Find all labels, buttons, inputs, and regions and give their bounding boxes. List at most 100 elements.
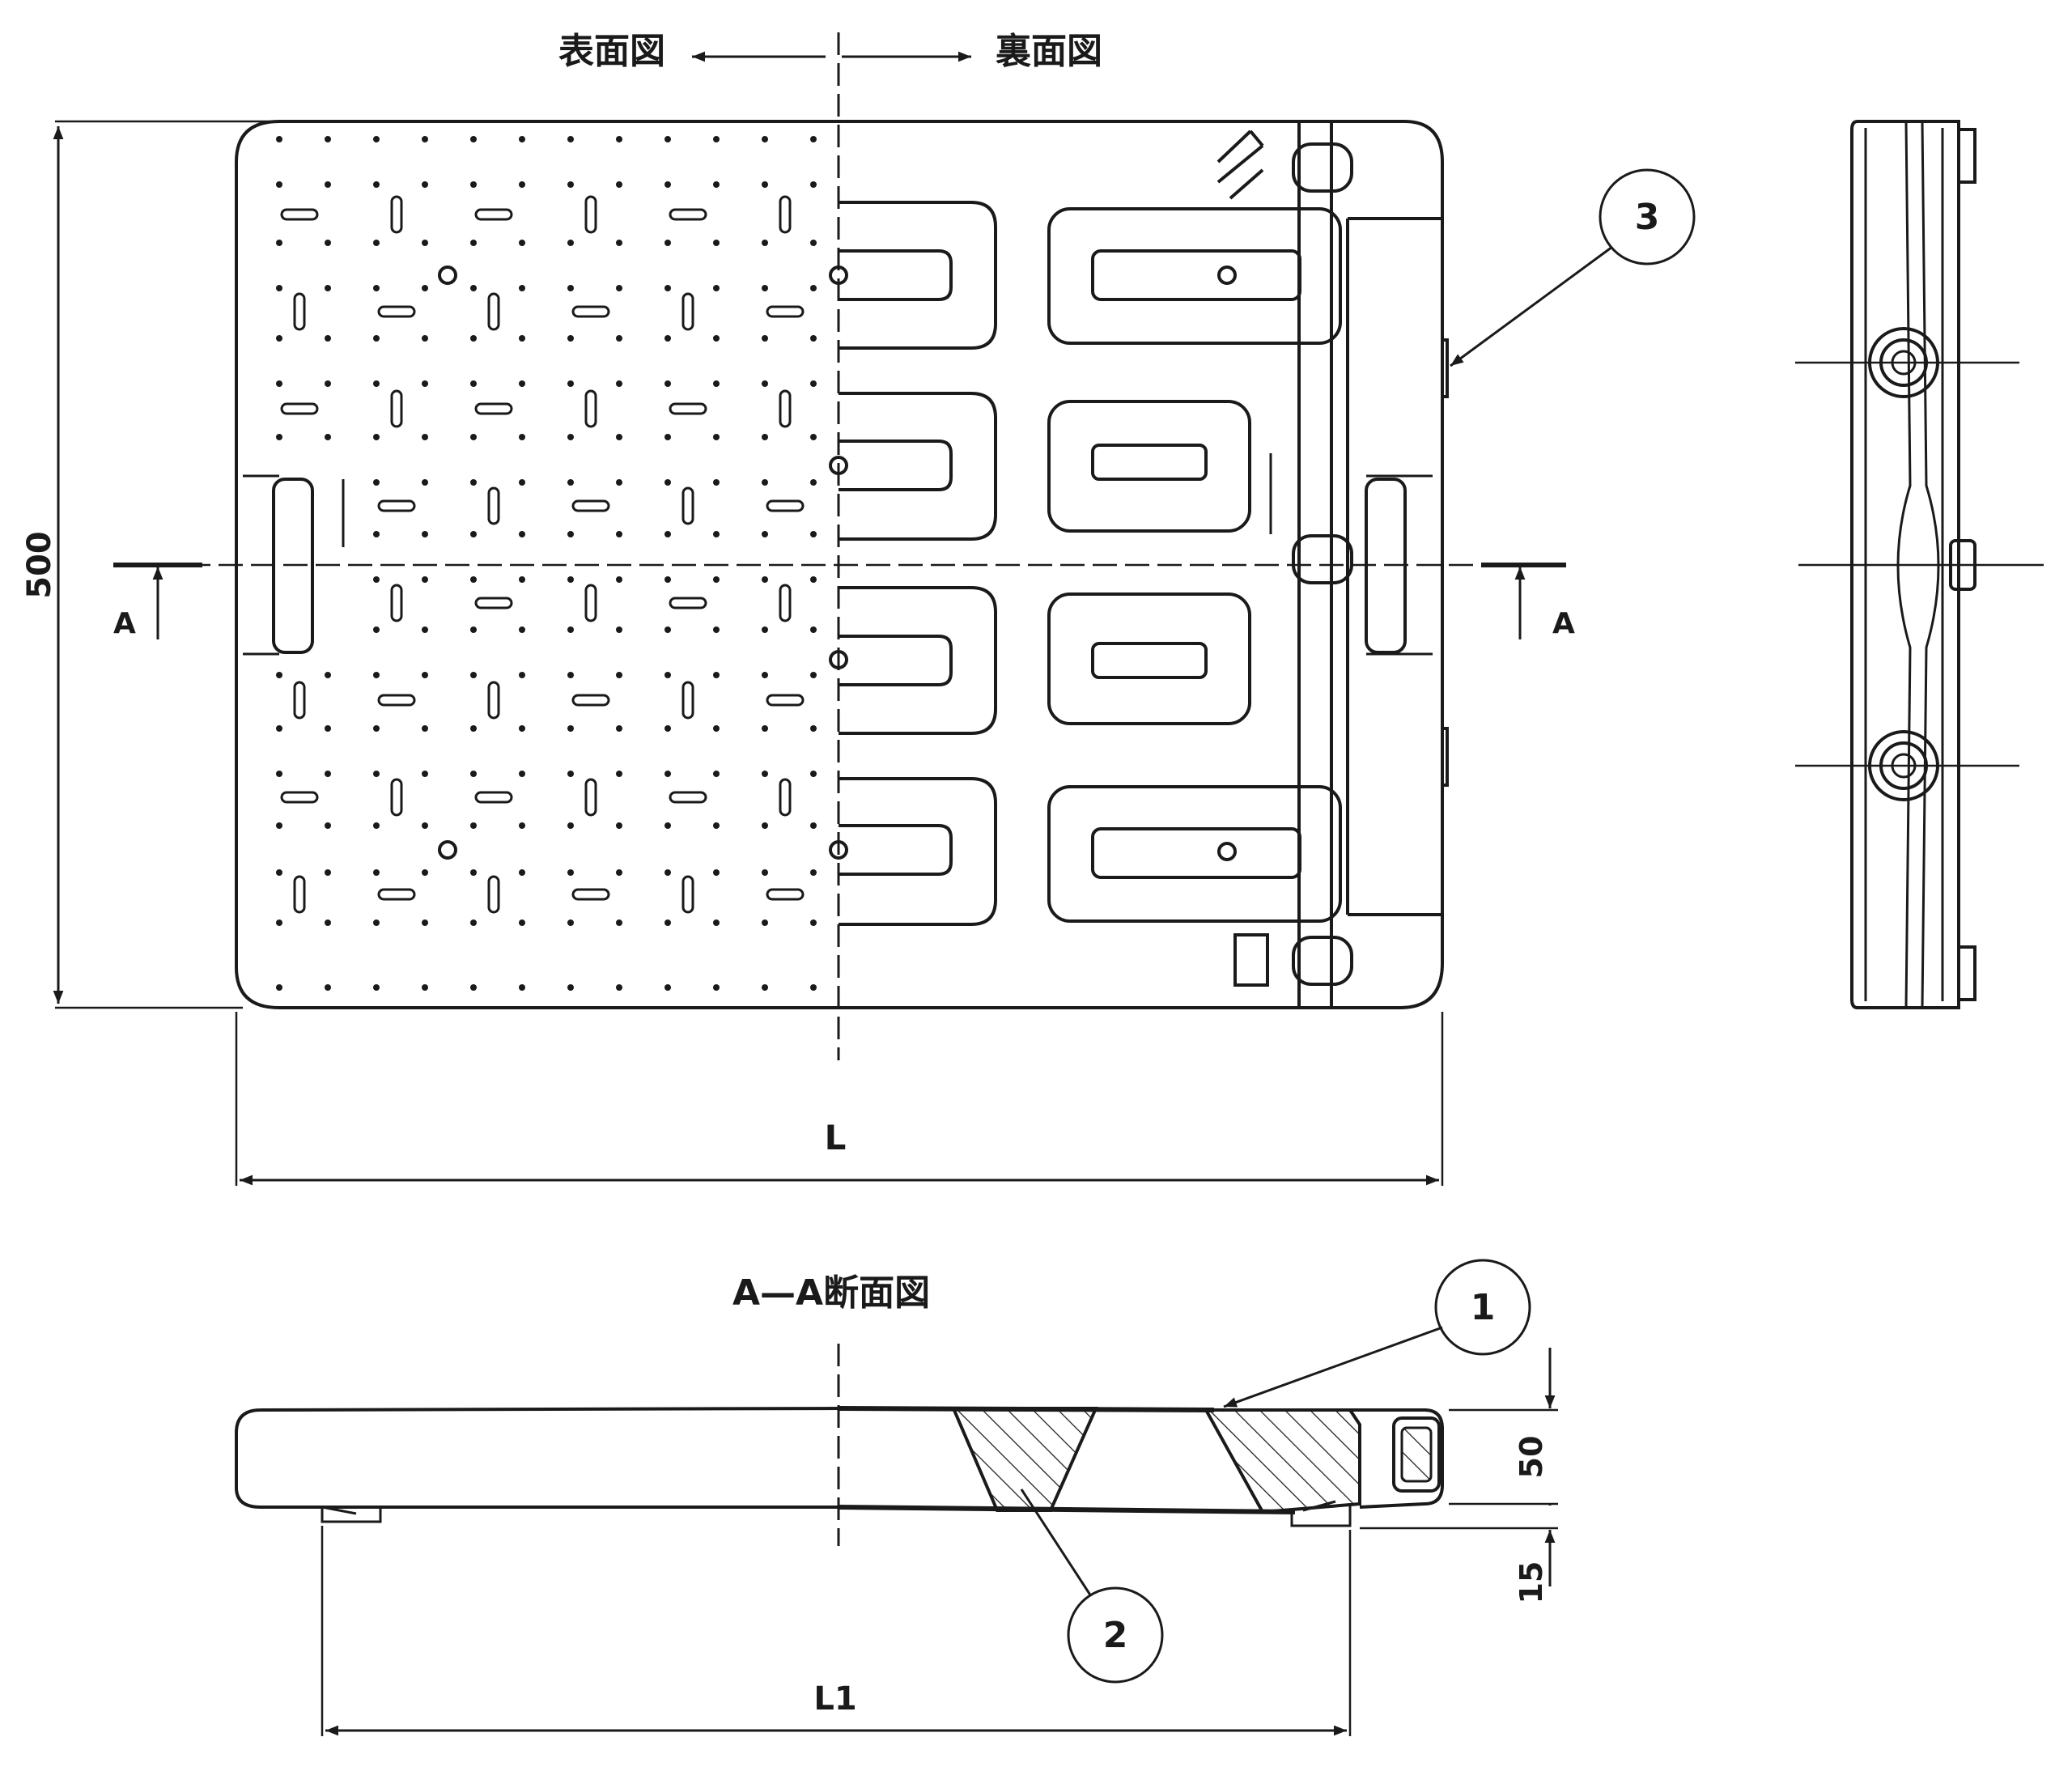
perforation-slot — [474, 402, 513, 415]
perforation-dot — [810, 822, 817, 829]
perforation-slot — [487, 681, 500, 720]
perforation-dot — [762, 479, 768, 486]
perforation-dot — [470, 181, 477, 188]
perforation-dot — [325, 285, 331, 291]
perforation-dot — [325, 822, 331, 829]
perforation-slot — [487, 292, 500, 331]
perforation-dot — [664, 919, 671, 926]
perforation-slot — [669, 791, 707, 804]
perforation-dot — [713, 479, 720, 486]
perforation-dot — [470, 771, 477, 777]
perforation-dot — [519, 479, 525, 486]
perforation-dot — [325, 136, 331, 142]
perforation-dot — [616, 919, 622, 926]
back-view-label: 裏面図 — [996, 31, 1102, 72]
perforation-dot — [762, 576, 768, 583]
perforation-dot — [276, 822, 282, 829]
perforation-dot — [810, 434, 817, 440]
perforation-dot — [567, 479, 574, 486]
perforation-dot — [567, 181, 574, 188]
perforation-dot — [373, 576, 380, 583]
perforation-slot — [584, 195, 597, 234]
perforation-dot — [519, 531, 525, 537]
perforation-dot — [664, 626, 671, 633]
perforation-dot — [664, 335, 671, 342]
core-insert-1 — [950, 1407, 1099, 1512]
perforation-dot — [810, 335, 817, 342]
perforation-slot — [571, 499, 610, 512]
perforation-dot — [325, 181, 331, 188]
callout-3-circle — [1599, 168, 1696, 265]
perforation-dot — [325, 869, 331, 876]
perforation-dot — [373, 380, 380, 387]
perforation-dot — [616, 531, 622, 537]
locating-hole — [438, 840, 457, 860]
perforation-dot — [810, 984, 817, 991]
perforation-dot — [810, 181, 817, 188]
perforation-dot — [519, 672, 525, 678]
perforation-slot — [280, 402, 319, 415]
perforation-dot — [664, 984, 671, 991]
callout-1: 1 — [1471, 1287, 1496, 1328]
perforation-dot — [422, 919, 428, 926]
perforation-dot — [616, 822, 622, 829]
perforation-dot — [470, 672, 477, 678]
perforation-dot — [762, 672, 768, 678]
perforation-dot — [325, 434, 331, 440]
perforation-dot — [616, 285, 622, 291]
perforation-dot — [422, 984, 428, 991]
perforation-dot — [325, 380, 331, 387]
perforation-dot — [422, 869, 428, 876]
perforation-slot — [766, 305, 805, 318]
perforation-dot — [616, 626, 622, 633]
perforation-dot — [422, 672, 428, 678]
perforation-dot — [616, 725, 622, 732]
perforation-dot — [567, 869, 574, 876]
perforation-dot — [762, 380, 768, 387]
perforation-dot — [470, 240, 477, 246]
perforation-dot — [373, 672, 380, 678]
perforation-slot — [681, 486, 694, 525]
perforation-slot — [377, 694, 416, 707]
height-dimension: 500 — [21, 120, 275, 1009]
perforation-dot — [664, 576, 671, 583]
perforation-dot — [664, 479, 671, 486]
perforation-dot — [664, 771, 671, 777]
perforation-dot — [567, 285, 574, 291]
perforation-dot — [276, 919, 282, 926]
callout-2: 2 — [1103, 1615, 1128, 1656]
perforation-dot — [276, 380, 282, 387]
perforation-dot — [810, 285, 817, 291]
perforation-dot — [325, 771, 331, 777]
perforation-dot — [762, 771, 768, 777]
perforation-slot — [474, 791, 513, 804]
perforation-dot — [325, 335, 331, 342]
perforation-dot — [470, 822, 477, 829]
perforation-dot — [713, 531, 720, 537]
perforation-dot — [276, 285, 282, 291]
perforation-dot — [470, 984, 477, 991]
perforation-slot — [474, 208, 513, 221]
perforation-dot — [810, 869, 817, 876]
perforation-dot — [567, 919, 574, 926]
perforation-dot — [422, 576, 428, 583]
perforation-dot — [470, 531, 477, 537]
perforation-dot — [713, 919, 720, 926]
perforation-dot — [810, 531, 817, 537]
callout-3: 3 — [1635, 197, 1660, 238]
perforation-dot — [762, 984, 768, 991]
perforation-slot — [779, 778, 792, 817]
perforation-dot — [713, 181, 720, 188]
perforation-dot — [519, 136, 525, 142]
perforation-dot — [276, 725, 282, 732]
perforation-slot — [779, 389, 792, 428]
perforation-dot — [373, 822, 380, 829]
perforation-slot — [571, 694, 610, 707]
perforation-dot — [470, 869, 477, 876]
perforation-dot — [422, 240, 428, 246]
perforation-dot — [713, 672, 720, 678]
callout-1-circle — [1434, 1259, 1531, 1356]
perforation-dot — [567, 984, 574, 991]
perforation-dot — [616, 771, 622, 777]
perforation-dot — [762, 335, 768, 342]
